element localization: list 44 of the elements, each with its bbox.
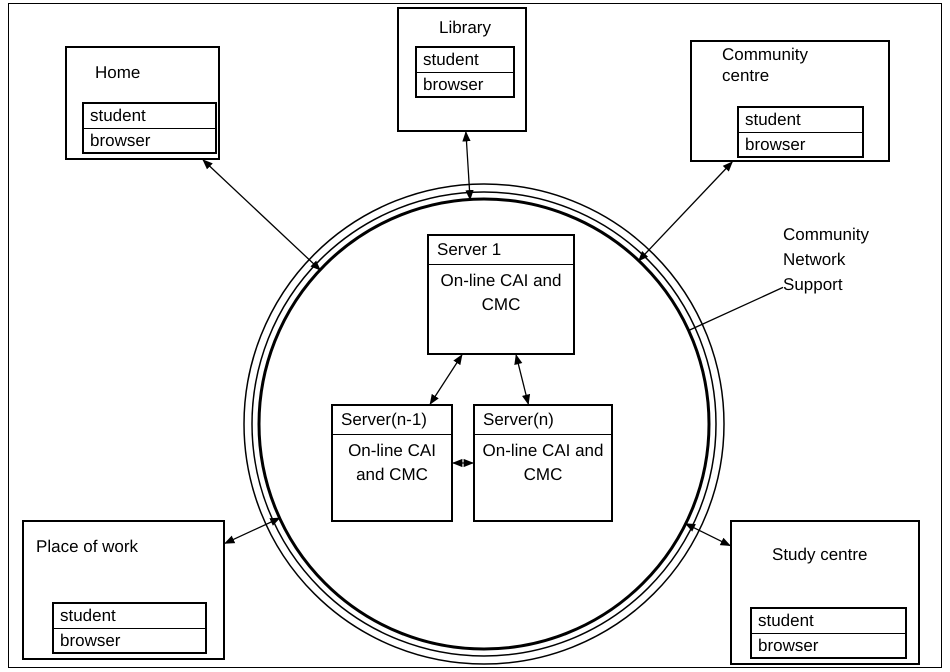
server-name: Server(n-1) — [333, 406, 451, 435]
record-box — [737, 106, 864, 158]
server-description: On-line CAI and CMC — [482, 440, 604, 486]
location-name: Place of work — [36, 536, 140, 557]
record-field: student — [752, 609, 905, 633]
record-field: browser — [752, 633, 905, 657]
location-box — [690, 40, 890, 162]
record-box — [82, 102, 217, 154]
record-field: student — [739, 108, 862, 132]
double-headed-arrow — [452, 458, 474, 468]
server-box — [427, 234, 575, 355]
record-box — [750, 607, 907, 659]
server-name: Server(n) — [475, 406, 611, 435]
record-field: student — [54, 604, 205, 628]
record-field: browser — [54, 628, 205, 652]
server-description: On-line CAI and CMC — [440, 270, 562, 316]
record-box — [52, 602, 207, 654]
double-headed-arrow — [202, 159, 321, 271]
server-name: Server 1 — [429, 236, 573, 265]
location-name: Library — [439, 17, 492, 38]
callout-label: Community Network Support — [783, 222, 905, 297]
record-box — [415, 46, 515, 98]
record-field: browser — [417, 72, 513, 96]
record-field: student — [417, 48, 513, 72]
location-name: Community centre — [722, 44, 809, 86]
server-box — [473, 404, 613, 522]
record-field: browser — [84, 128, 215, 152]
location-box — [730, 520, 920, 665]
location-box — [22, 520, 225, 660]
server-description: On-line CAI and CMC — [347, 440, 437, 486]
record-field: browser — [739, 132, 862, 156]
location-box — [397, 7, 527, 132]
double-headed-arrow — [684, 523, 731, 546]
double-headed-arrow — [638, 161, 733, 262]
double-headed-arrow — [430, 354, 462, 405]
leader-line — [688, 286, 784, 332]
double-headed-arrow — [514, 354, 530, 405]
location-name: Study centre — [772, 544, 868, 565]
server-box — [331, 404, 453, 522]
location-name: Home — [95, 62, 142, 83]
location-box — [65, 46, 220, 160]
record-field: student — [84, 104, 215, 128]
double-headed-arrow — [462, 130, 474, 200]
double-headed-arrow — [224, 518, 281, 544]
